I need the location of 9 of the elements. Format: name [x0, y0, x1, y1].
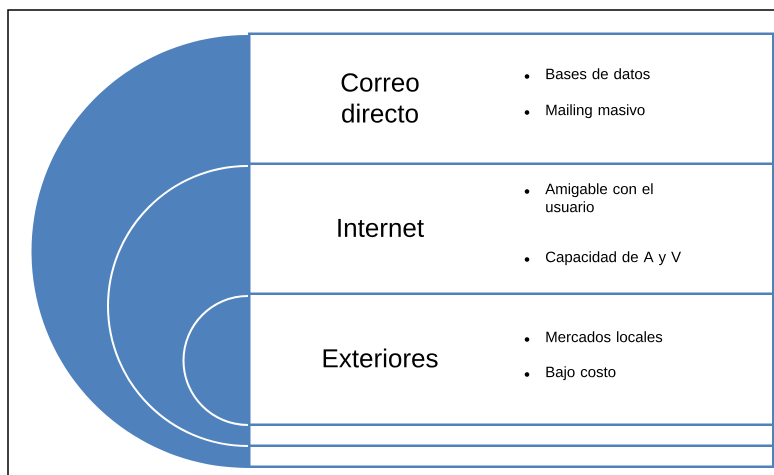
bullet-item: Capacidad de A y V — [524, 251, 681, 266]
band-title: Exteriores — [324, 348, 438, 368]
band-title: Correo directo — [342, 73, 419, 123]
bullet-item: Mercados locales — [524, 331, 662, 342]
bullet-item: Amigable con el usuario — [524, 183, 653, 212]
bullet-item: Bases de datos — [524, 68, 650, 80]
band-title: Internet — [338, 218, 424, 238]
bullet-item: Bajo costo — [524, 366, 616, 380]
bullet-item: Mailing masivo — [524, 104, 645, 118]
